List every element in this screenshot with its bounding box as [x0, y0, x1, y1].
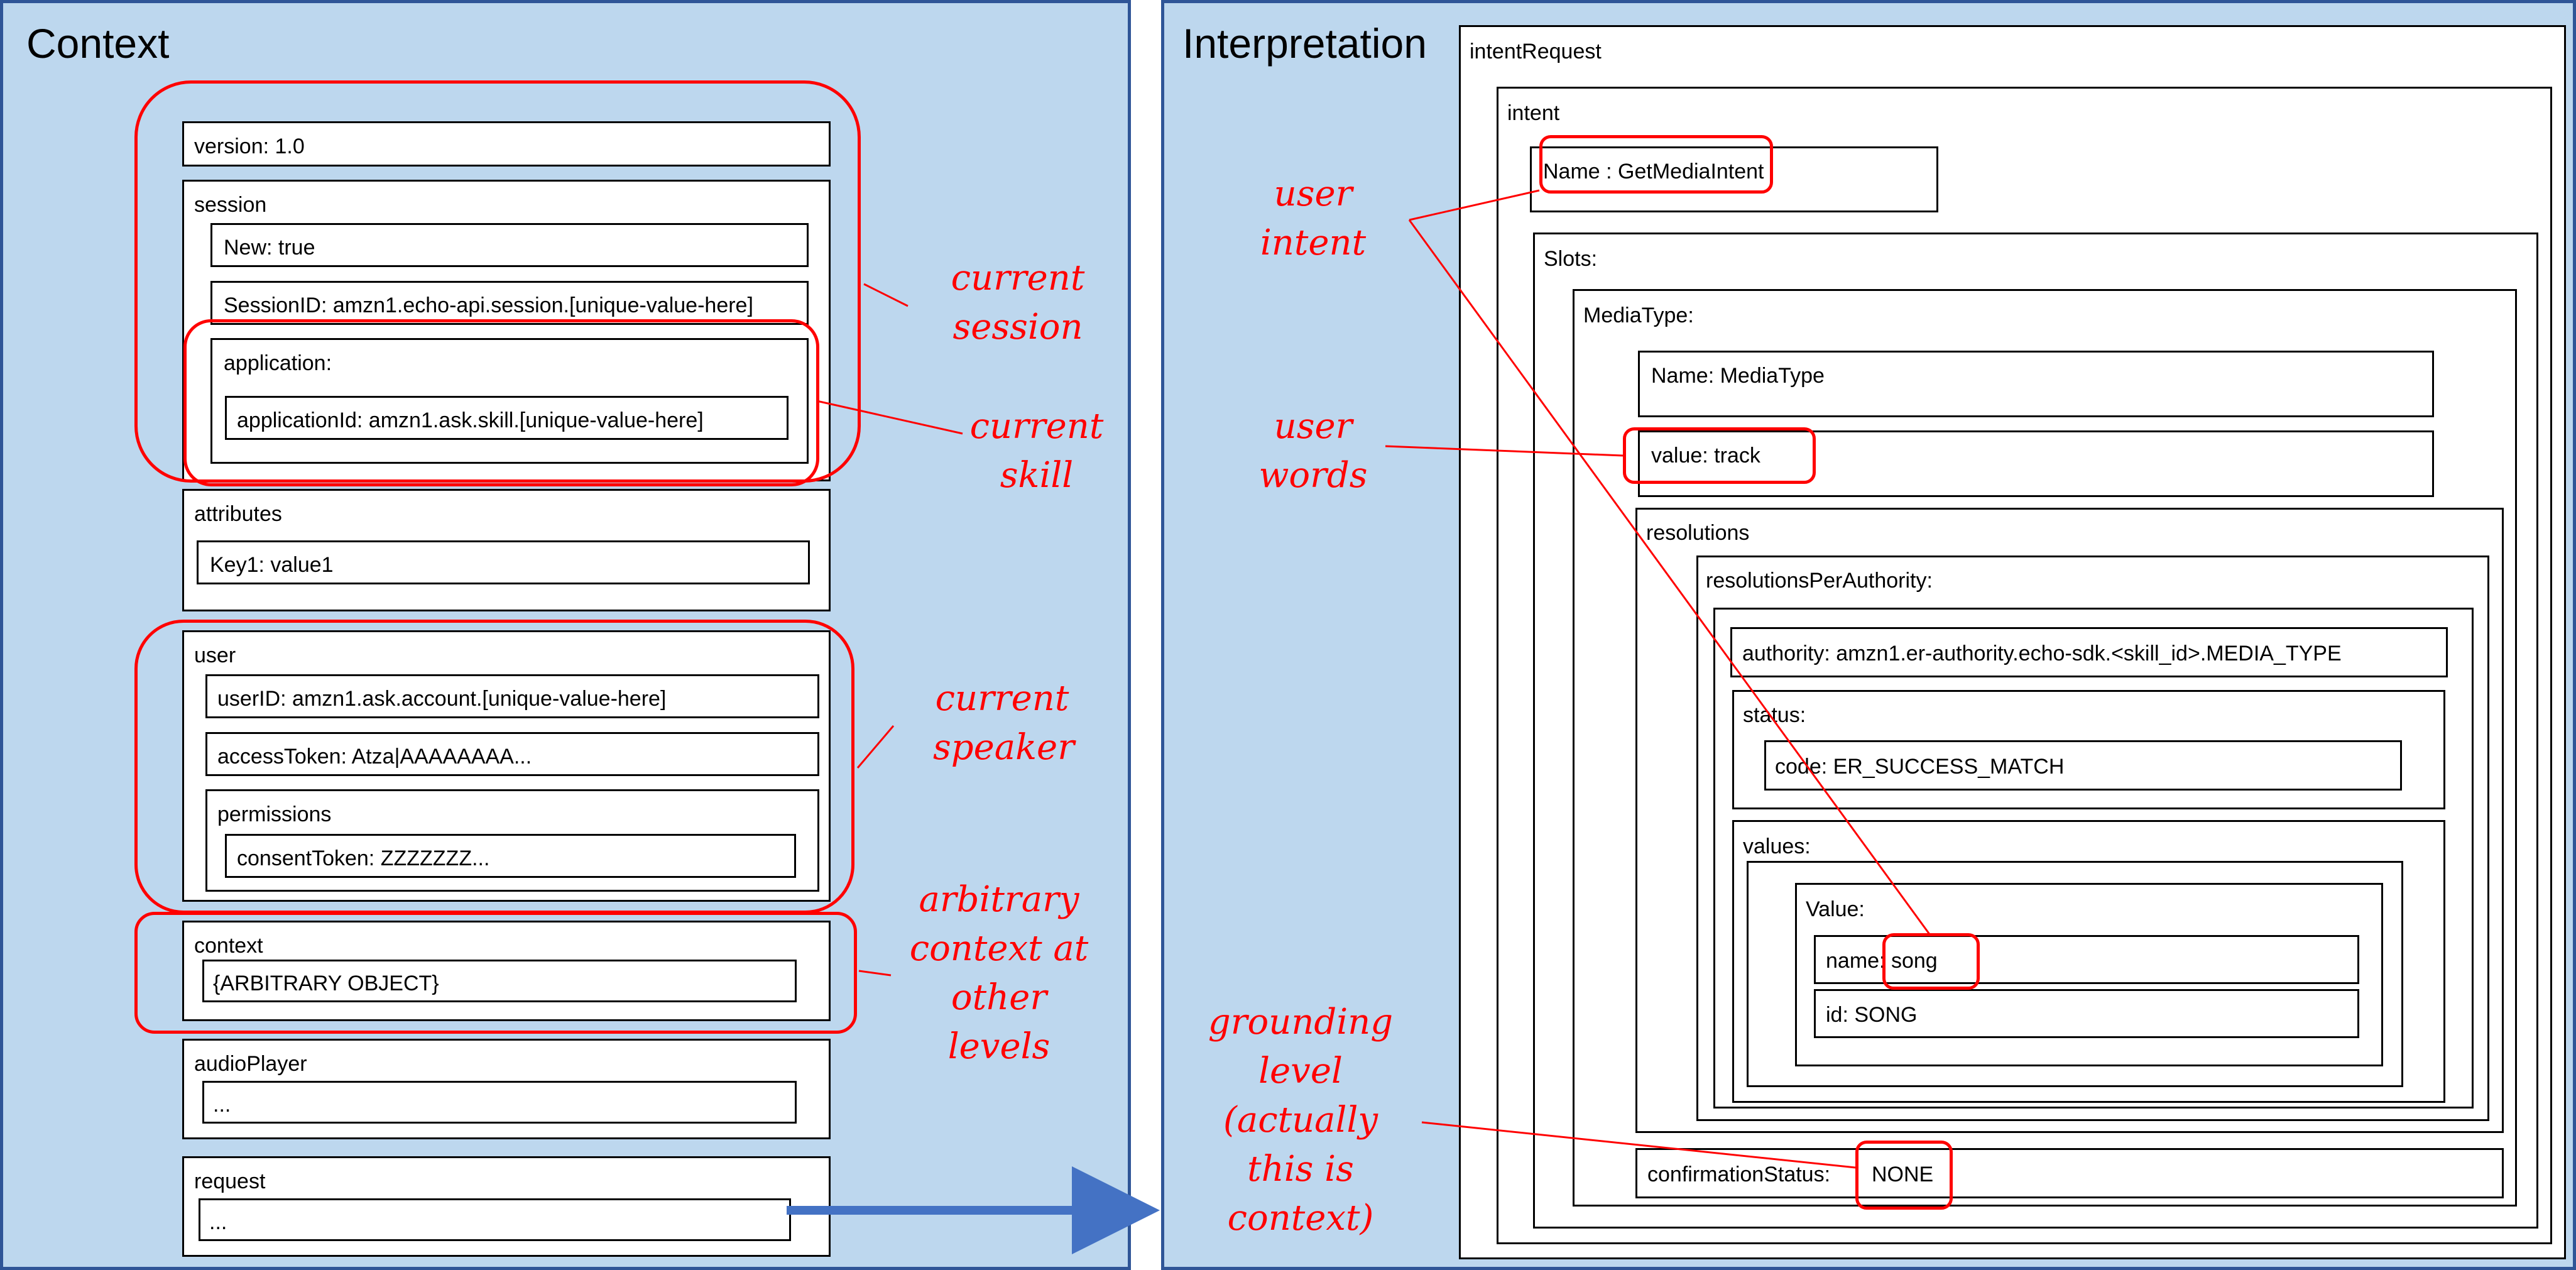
- interpretation-panel-title: Interpretation: [1182, 20, 1427, 67]
- user-intent-line-2: intent: [1260, 222, 1367, 263]
- audio-player-value-label: ...: [213, 1093, 231, 1117]
- arbitrary-context-line-2: context at: [909, 928, 1089, 969]
- current-skill-line-2: skill: [1000, 455, 1074, 496]
- grounding-level-line-1: grounding: [1208, 1002, 1394, 1043]
- intent-name-highlight: [1539, 135, 1773, 194]
- value-id-field: id: SONG: [1814, 989, 2359, 1038]
- intent-name-label: Name : GetMediaIntent: [1543, 160, 1764, 183]
- current-speaker-note: current speaker: [933, 674, 1074, 772]
- user-intent-connector-song: [1408, 219, 1931, 936]
- grounding-level-line-3: (actually: [1223, 1100, 1378, 1141]
- audio-player-label: audioPlayer: [194, 1052, 307, 1076]
- user-label: user: [194, 643, 236, 667]
- media-type-label: MediaType:: [1583, 304, 1694, 327]
- intent-label: intent: [1507, 101, 1560, 125]
- session-new-label: New: true: [224, 236, 315, 260]
- session-new-field: New: true: [210, 223, 809, 267]
- song-value-highlight: [1882, 933, 1980, 990]
- confirmation-status-label: confirmationStatus:: [1647, 1163, 1831, 1186]
- session-id-field: SessionID: amzn1.echo-api.session.[uniqu…: [210, 281, 809, 325]
- access-token-label: accessToken: Atza|AAAAAAAA...: [217, 745, 532, 769]
- value-name-field: name: song: [1814, 935, 2359, 984]
- grounding-level-line-5: context): [1227, 1198, 1374, 1239]
- arbitrary-object-label: {ARBITRARY OBJECT}: [213, 972, 439, 995]
- user-words-line-1: user: [1274, 406, 1353, 447]
- grounding-level-line-4: this is: [1247, 1149, 1354, 1190]
- user-intent-connector-name: [1409, 189, 1540, 221]
- current-skill-connector: [816, 400, 963, 435]
- current-session-note: current session: [949, 254, 1087, 352]
- slot-value-highlight: [1623, 427, 1816, 484]
- authority-label: authority: amzn1.er-authority.echo-sdk.<…: [1742, 642, 2342, 665]
- access-token-field: accessToken: Atza|AAAAAAAA...: [205, 732, 819, 776]
- user-id-label: userID: amzn1.ask.account.[unique-value-…: [217, 687, 667, 711]
- user-id-field: userID: amzn1.ask.account.[unique-value-…: [205, 674, 819, 718]
- confirmation-status-value: NONE: [1872, 1163, 1934, 1186]
- application-id-label: applicationId: amzn1.ask.skill.[unique-v…: [237, 408, 704, 432]
- consent-token-field: consentToken: ZZZZZZZ...: [225, 834, 796, 878]
- current-session-line-2: session: [952, 307, 1083, 348]
- grounding-level-connector: [1421, 1121, 1856, 1169]
- confirmation-none-highlight: [1855, 1141, 1953, 1210]
- attributes-key1-field: Key1: value1: [197, 540, 810, 584]
- user-intent-note: user intent: [1244, 170, 1382, 268]
- current-speaker-line-2: speaker: [933, 727, 1074, 768]
- slot-value-field: value: track: [1638, 430, 2434, 497]
- arbitrary-context-line-3: other: [951, 977, 1047, 1018]
- slot-name-field: Name: MediaType: [1638, 351, 2434, 417]
- value-id-label: id: SONG: [1826, 1003, 1918, 1027]
- request-value-label: ...: [209, 1210, 227, 1234]
- slot-name-label: Name: MediaType: [1651, 364, 1825, 388]
- current-skill-line-1: current: [969, 406, 1104, 447]
- application-id-field: applicationId: amzn1.ask.skill.[unique-v…: [225, 396, 789, 440]
- session-id-label: SessionID: amzn1.echo-api.session.[uniqu…: [224, 293, 753, 317]
- confirmation-status-field: confirmationStatus: NONE: [1635, 1148, 2504, 1198]
- value-name-label: name: song: [1826, 949, 1938, 973]
- current-session-connector: [863, 283, 909, 307]
- user-words-connector: [1385, 445, 1624, 457]
- current-speaker-connector: [856, 725, 895, 769]
- intent-request-label: intentRequest: [1470, 40, 1602, 63]
- request-value-field: ...: [199, 1198, 791, 1241]
- grounding-level-line-2: level: [1258, 1051, 1343, 1092]
- values-label: values:: [1743, 835, 1811, 858]
- version-label: version: 1.0: [194, 134, 305, 158]
- context-panel-title: Context: [26, 20, 170, 67]
- arbitrary-context-line-4: levels: [947, 1026, 1051, 1067]
- arbitrary-context-note: arbitrary context at other levels: [905, 875, 1093, 1071]
- user-words-note: user words: [1244, 402, 1382, 500]
- request-label: request: [194, 1169, 266, 1193]
- current-session-outline: [134, 80, 861, 483]
- audio-player-value-field: ...: [202, 1081, 797, 1124]
- user-intent-line-1: user: [1274, 173, 1353, 214]
- arbitrary-object-field: {ARBITRARY OBJECT}: [202, 960, 797, 1002]
- arbitrary-context-line-1: arbitrary: [919, 879, 1079, 920]
- current-session-line-1: current: [951, 258, 1085, 298]
- arbitrary-context-connector: [858, 970, 892, 977]
- user-words-line-2: words: [1258, 455, 1368, 496]
- grounding-level-note: grounding level (actually this is contex…: [1200, 998, 1401, 1243]
- resolutions-label: resolutions: [1646, 521, 1750, 545]
- attributes-label: attributes: [194, 502, 282, 526]
- current-skill-outline: [183, 319, 819, 486]
- value-object-label: Value:: [1806, 897, 1865, 921]
- arbitrary-context-outline: [134, 912, 857, 1034]
- consent-token-label: consentToken: ZZZZZZZ...: [237, 846, 490, 870]
- status-code-label: code: ER_SUCCESS_MATCH: [1775, 755, 2065, 779]
- slot-value-label: value: track: [1651, 444, 1760, 468]
- slots-label: Slots:: [1544, 247, 1598, 271]
- application-label: application:: [224, 351, 332, 375]
- authority-field: authority: amzn1.er-authority.echo-sdk.<…: [1730, 627, 2448, 677]
- resolutions-per-authority-label: resolutionsPerAuthority:: [1706, 569, 1933, 593]
- context-object-label: context: [194, 934, 263, 958]
- current-speaker-line-1: current: [935, 678, 1069, 719]
- permissions-label: permissions: [217, 802, 332, 826]
- intent-name-field: Name : GetMediaIntent: [1530, 146, 1938, 212]
- session-label: session: [194, 193, 267, 217]
- current-skill-note: current skill: [968, 402, 1106, 500]
- status-code-field: code: ER_SUCCESS_MATCH: [1764, 740, 2402, 791]
- version-field: version: 1.0: [182, 121, 831, 167]
- attributes-key1-label: Key1: value1: [210, 553, 334, 577]
